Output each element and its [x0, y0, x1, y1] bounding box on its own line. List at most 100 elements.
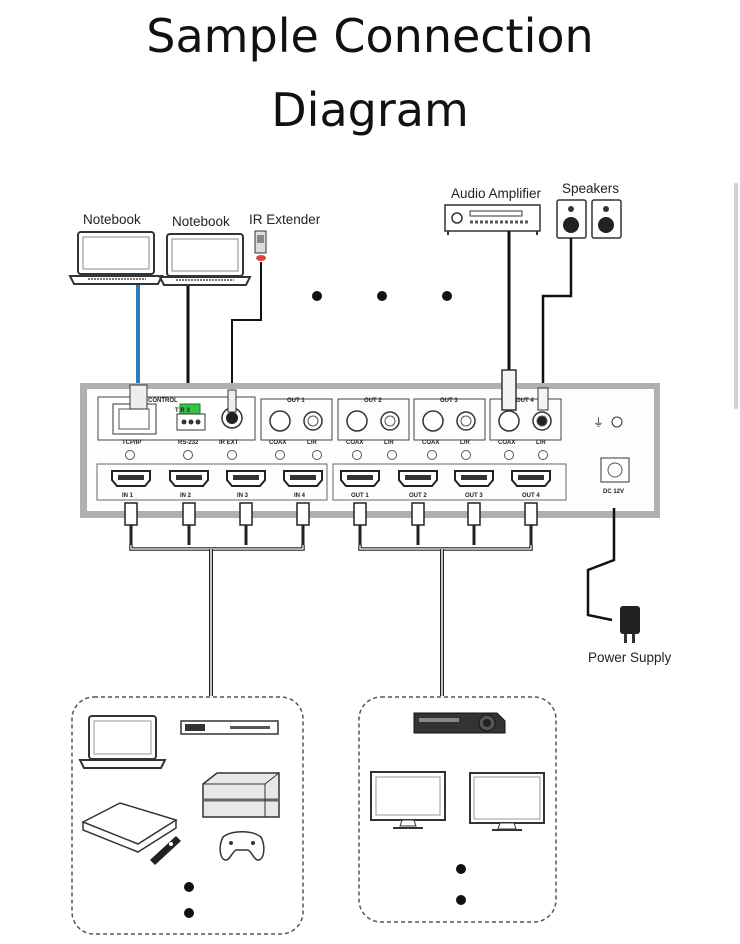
title-line-2: Diagram — [271, 83, 469, 137]
indicator-led — [312, 450, 322, 460]
ground-screw — [611, 416, 623, 428]
tv-icon — [469, 772, 545, 831]
coax-plug — [501, 369, 517, 411]
blu-ray-player-icon — [180, 720, 279, 735]
speaker-right-icon — [591, 199, 622, 239]
notebook-2-icon — [158, 233, 252, 286]
hdmi-in-3-port-label: IN 3 — [237, 493, 249, 499]
coax-port — [422, 410, 444, 432]
ir-cable — [231, 262, 262, 392]
hdmi-plug — [467, 502, 481, 526]
speaker-left-icon — [556, 199, 587, 239]
hdmi-ports: IN 1 IN 2 IN 3 IN 4 OUT 1 OUT 2 OUT 3 OUT 4 — [111, 470, 551, 499]
coax-port — [346, 410, 368, 432]
display-devices-group — [358, 696, 557, 923]
audio-out-2-label: OUT 2 — [364, 398, 382, 404]
audio-amplifier-icon — [444, 204, 541, 235]
hdmi-out-3-port-label: OUT 3 — [465, 493, 483, 499]
power-supply-label: Power Supply — [588, 650, 672, 665]
game-console-icon — [202, 772, 280, 818]
hdmi-plug — [524, 502, 538, 526]
hdmi-in-4-port-label: IN 4 — [294, 493, 306, 499]
hdmi-out-4-port-label: OUT 4 — [522, 493, 540, 499]
ellipsis-dot — [456, 895, 466, 905]
hdmi-plug — [353, 502, 367, 526]
hdmi-out-2-port-label: OUT 2 — [409, 493, 427, 499]
monitor-icon — [370, 771, 446, 829]
ground-icon: ⏚ — [593, 416, 604, 429]
coax-label: COAX — [422, 440, 439, 446]
indicator-leds — [125, 450, 548, 460]
remote-control-icon — [150, 836, 181, 865]
ellipsis-dot — [377, 291, 387, 301]
audio-plug — [537, 387, 549, 411]
hdmi-output-section — [332, 463, 567, 501]
lr-label: L/R — [536, 440, 546, 446]
speakers-label: Speakers — [562, 181, 619, 196]
ellipsis-dot — [442, 291, 452, 301]
game-controller-icon — [219, 831, 265, 861]
audio-out-4-section — [489, 398, 562, 441]
indicator-led — [387, 450, 397, 460]
lr-label: L/R — [307, 440, 317, 446]
hdmi-cables — [124, 502, 538, 696]
hdmi-plug — [239, 502, 253, 526]
notebook-1-label: Notebook — [83, 212, 141, 227]
laptop-icon — [78, 715, 167, 769]
hdmi-in-2-port-label: IN 2 — [180, 493, 192, 499]
ellipsis-dot — [184, 908, 194, 918]
control-label: CONTROL — [148, 398, 178, 404]
notebook-2-label: Notebook — [172, 214, 230, 229]
speaker-cable — [541, 238, 573, 392]
power-adapter-icon — [620, 606, 640, 643]
coax-label: COAX — [346, 440, 363, 446]
indicator-led — [125, 450, 135, 460]
hdmi-input-section — [96, 463, 328, 501]
projector-icon — [413, 712, 506, 734]
ellipsis-dot — [184, 882, 194, 892]
ir-extender-icon — [254, 230, 267, 261]
audio-out-1-label: OUT 1 — [287, 398, 305, 404]
ir-ext-label: IR EXT — [219, 440, 239, 446]
indicator-led — [183, 450, 193, 460]
indicator-led — [275, 450, 285, 460]
notebook-1-icon — [68, 231, 164, 285]
indicator-led — [227, 450, 237, 460]
hdmi-plug — [411, 502, 425, 526]
audio-out-4-label: OUT 4 — [516, 398, 534, 404]
hdmi-plug — [124, 502, 138, 526]
rs232-label: RS-232 — [178, 440, 199, 446]
audio-amplifier-label: Audio Amplifier — [451, 186, 542, 201]
ethernet-plug — [129, 384, 148, 410]
scrollbar[interactable] — [734, 183, 738, 409]
audio-out-2-section — [337, 398, 410, 441]
hdmi-out-1-port-label: OUT 1 — [351, 493, 369, 499]
indicator-led — [504, 450, 514, 460]
audio-outputs: OUT 1 COAX L/R OUT 2 COAX L/R OUT 3 COAX L/R OUT … — [260, 369, 562, 446]
coax-port — [498, 410, 520, 432]
audio-out-3-label: OUT 3 — [440, 398, 458, 404]
tcpip-label: TCP/IP — [122, 440, 141, 446]
ellipsis-dot — [312, 291, 322, 301]
indicator-led — [461, 450, 471, 460]
coax-label: COAX — [498, 440, 515, 446]
audio-out-1-section — [260, 398, 333, 441]
source-devices-group — [71, 696, 304, 935]
lr-label: L/R — [460, 440, 470, 446]
streaming-box-icon — [81, 802, 178, 853]
audio-out-3-section — [413, 398, 486, 441]
hdmi-plug — [296, 502, 310, 526]
dc-label: DC 12V — [603, 489, 624, 495]
txrx-label: T R X — [175, 408, 190, 414]
ellipsis-dot — [456, 864, 466, 874]
coax-label: COAX — [269, 440, 286, 446]
indicator-led — [352, 450, 362, 460]
indicator-led — [538, 450, 548, 460]
coax-port — [269, 410, 291, 432]
title-line-1: Sample Connection — [146, 9, 594, 63]
hdmi-plug — [182, 502, 196, 526]
lr-label: L/R — [384, 440, 394, 446]
ir-extender-label: IR Extender — [249, 212, 321, 227]
hdmi-in-1-port-label: IN 1 — [122, 493, 134, 499]
